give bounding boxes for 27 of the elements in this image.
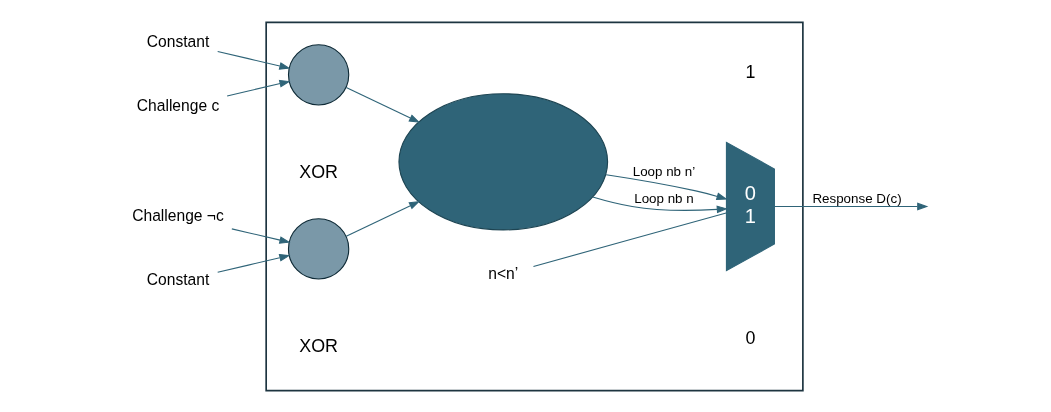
node-label: XOR	[298, 161, 338, 182]
node-circle	[287, 43, 349, 105]
arrow	[345, 200, 420, 237]
connector	[532, 211, 727, 267]
node-cloud	[397, 92, 608, 230]
node-text: Constant	[146, 270, 209, 288]
node-text: Challenge ¬c	[131, 206, 224, 224]
arrow	[216, 50, 290, 70]
arrow	[345, 86, 420, 123]
node-text: Constant	[146, 32, 209, 50]
arrow	[591, 195, 728, 213]
edge-label: Response D(c)	[811, 190, 902, 206]
node-label: XOR	[298, 335, 338, 356]
node-circle	[287, 217, 349, 280]
cluster	[264, 21, 804, 391]
node-label: 1	[744, 61, 755, 82]
edge-label: Loop nb n’	[632, 163, 695, 179]
node-text: n<n’	[487, 264, 518, 282]
node-text: Challenge c	[136, 96, 219, 114]
node-label: 0	[744, 327, 755, 348]
arrow	[605, 173, 728, 200]
arrow	[230, 227, 291, 244]
arrow	[773, 202, 928, 210]
arrow	[216, 253, 290, 273]
edge-label: Loop nb n	[633, 190, 694, 206]
arrow	[226, 79, 291, 97]
node-box: 0 1	[725, 140, 775, 272]
